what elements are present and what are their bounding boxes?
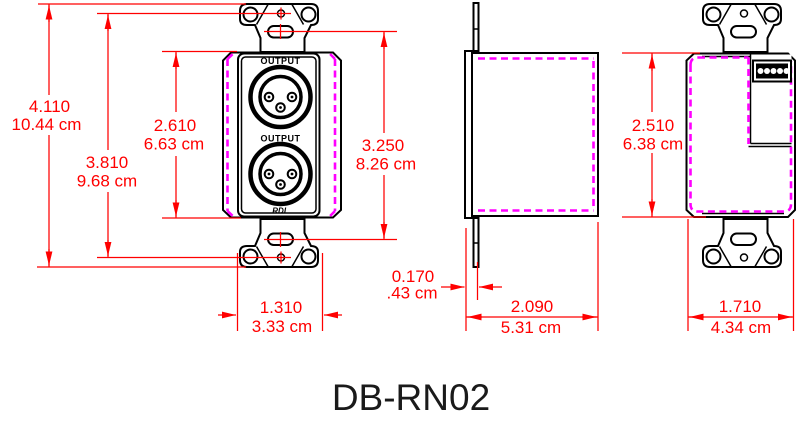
rear-terminal-block: [752, 59, 792, 83]
model-title: DB-RN02: [332, 377, 490, 418]
front-top-mounting-ear: [239, 3, 319, 53]
dim-slot-spacing: 3.250 8.26 cm: [356, 31, 416, 240]
svg-text:6.63 cm: 6.63 cm: [144, 135, 204, 154]
svg-text:3.250: 3.250: [362, 136, 405, 155]
dim-overall-height: 4.110 10.44 cm: [12, 4, 82, 267]
brand-label: RDL: [272, 207, 289, 216]
side-top-flange: [472, 2, 480, 52]
xlr-pins-top: [263, 91, 298, 113]
svg-text:.43 cm: .43 cm: [386, 284, 437, 303]
rear-bottom-mounting-ear: [702, 218, 782, 268]
svg-text:3.33 cm: 3.33 cm: [252, 317, 312, 336]
extension-lines: [37, 3, 795, 331]
rear-view: [685, 3, 796, 268]
xlr-connector-top: [248, 64, 313, 130]
svg-text:1.310: 1.310: [260, 298, 303, 317]
svg-text:6.38 cm: 6.38 cm: [623, 135, 683, 154]
svg-text:4.110: 4.110: [29, 97, 70, 116]
svg-text:2.090: 2.090: [511, 297, 554, 316]
rear-gasket-dashed-outline: [689, 56, 793, 213]
svg-text:0.170: 0.170: [392, 267, 435, 286]
dim-face-width: 1.310 3.33 cm: [218, 298, 342, 336]
dim-rear-height: 2.510 6.38 cm: [623, 53, 683, 217]
dim-depth: 2.090 5.31 cm: [466, 297, 598, 337]
front-bottom-mounting-ear: [239, 218, 319, 268]
dim-face-height: 2.610 6.63 cm: [144, 51, 204, 218]
side-wallplate-edge: [464, 50, 473, 219]
side-rear-enclosure: [471, 52, 599, 217]
output-label-top: OUTPUT: [261, 56, 301, 66]
svg-text:2.510: 2.510: [632, 116, 675, 135]
svg-text:1.710: 1.710: [719, 297, 762, 316]
dim-mount-hole-spacing: 3.810 9.68 cm: [77, 13, 137, 258]
side-view: [464, 2, 599, 268]
output-label-bottom: OUTPUT: [261, 134, 301, 144]
datum-cross-lines: [97, 7, 397, 264]
dim-flange-offset: 0.170 .43 cm: [386, 267, 502, 303]
svg-text:8.26 cm: 8.26 cm: [356, 155, 416, 174]
dimension-annotations: 4.110 10.44 cm 3.810 9.68 cm 2.610 6.63 …: [12, 3, 795, 337]
rear-top-mounting-ear: [702, 3, 782, 53]
svg-text:10.44 cm: 10.44 cm: [12, 115, 82, 134]
front-view: OUTPUT OUTPUT: [222, 3, 342, 268]
dim-rear-width: 1.710 4.34 cm: [688, 297, 794, 337]
svg-text:2.610: 2.610: [154, 116, 197, 135]
svg-text:5.31 cm: 5.31 cm: [501, 318, 561, 337]
svg-text:9.68 cm: 9.68 cm: [77, 172, 137, 191]
svg-text:4.34 cm: 4.34 cm: [711, 318, 771, 337]
front-gasket-dashed-lines: [226, 51, 337, 219]
side-gasket-dashed-lines: [478, 57, 595, 212]
xlr-connector-bottom: [248, 141, 313, 207]
xlr-pins-bottom: [263, 168, 298, 190]
svg-text:3.810: 3.810: [86, 153, 129, 172]
